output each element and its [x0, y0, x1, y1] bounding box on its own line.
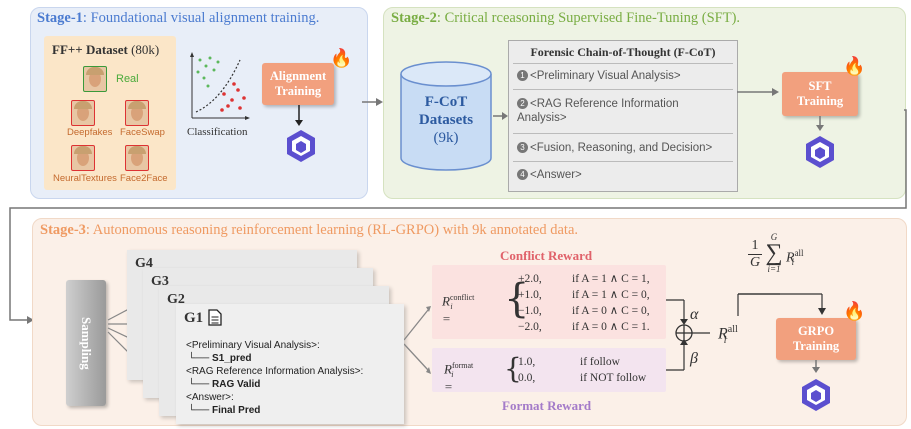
fcot-datasets-cylinder — [400, 61, 492, 171]
real-label: Real — [116, 73, 139, 85]
fcot-item: 4<Answer> — [517, 168, 582, 182]
arrow-right — [737, 88, 779, 96]
conflict-reward-box: Rconflicti = { +2.0, +1.0, −1.0, −2.0, i… — [432, 265, 666, 339]
sum-operator — [666, 299, 710, 371]
deepfakes-face-icon — [71, 100, 95, 126]
deepfakes-label: Deepfakes — [67, 127, 113, 138]
arrow-right — [362, 98, 383, 106]
stage2-title: Stage-2: Critical rceasoning Supervised … — [391, 10, 741, 26]
ffpp-dataset-title: FF++ Dataset (80k) — [52, 42, 160, 57]
sum-to-grpo-arrow — [738, 293, 826, 315]
doc-line: └── Final Pred — [188, 405, 261, 416]
real-face-icon — [83, 66, 107, 92]
flame-icon: 🔥 — [843, 56, 866, 76]
faceswap-face-icon — [125, 100, 149, 126]
document-icon — [208, 309, 222, 326]
arrow-down — [295, 105, 303, 126]
model-logo-icon — [806, 136, 834, 168]
ffpp-dataset-box — [44, 36, 176, 190]
fcot-item: 2<RAG Reference Information Analysis> — [517, 98, 679, 124]
neuraltextures-label: NeuralTextures — [53, 173, 117, 184]
conflict-reward-title: Conflict Reward — [500, 248, 593, 263]
alignment-training-button[interactable]: Alignment Training — [262, 63, 334, 105]
flame-icon: 🔥 — [330, 48, 353, 68]
doc-line: <Preliminary Visual Analysis>: — [186, 340, 320, 351]
doc-line: <RAG Reference Information Analysis>: — [186, 366, 364, 377]
doc-line: └── S1_pred — [188, 353, 252, 364]
stage1-title: Stage-1: Foundational visual alignment t… — [37, 10, 320, 26]
fcot-box: Forensic Chain-of-Thought (F-CoT) 1<Prel… — [508, 40, 738, 192]
flame-icon: 🔥 — [843, 301, 866, 321]
stage3-title: Stage-3: Autonomous reasoning reinforcem… — [40, 222, 579, 238]
format-reward-title: Format Reward — [502, 398, 592, 413]
doc-line: └── RAG Valid — [188, 379, 261, 390]
face2face-face-icon — [125, 145, 149, 171]
faceswap-label: FaceSwap — [120, 127, 165, 138]
doc-line: <Answer>: — [186, 392, 234, 403]
fcot-title: Forensic Chain-of-Thought (F-CoT) — [530, 45, 716, 59]
arrow-right — [493, 112, 508, 120]
doc-to-reward-arrows — [404, 306, 431, 374]
fcot-datasets-label: F-CoT Datasets (9k) — [418, 94, 474, 146]
model-logo-icon — [287, 130, 315, 162]
classification-scatter-icon — [190, 52, 250, 120]
sampling-block: Sampling — [66, 280, 106, 406]
format-reward-box: Rformati = { 1.0, 0.0, if follow if NOT … — [432, 348, 666, 394]
arrow-down — [816, 116, 824, 131]
fcot-item: 1<Preliminary Visual Analysis> — [517, 69, 681, 83]
face2face-label: Face2Face — [120, 173, 168, 184]
grpo-training-button[interactable]: GRPO Training — [776, 318, 856, 360]
reward-all: Ralli — [718, 324, 738, 346]
beta-symbol: β — [690, 350, 698, 367]
alpha-symbol: α — [690, 306, 699, 323]
neuraltextures-face-icon — [71, 145, 95, 171]
arrow-down — [812, 360, 820, 373]
sft-training-button[interactable]: SFT Training — [782, 72, 858, 116]
model-logo-icon — [802, 379, 830, 411]
fcot-item: 3<Fusion, Reasoning, and Decision> — [517, 141, 712, 155]
classification-label: Classification — [187, 126, 248, 138]
group-doc-g1: G1 <Preliminary Visual Analysis>: └── S1… — [176, 304, 404, 424]
